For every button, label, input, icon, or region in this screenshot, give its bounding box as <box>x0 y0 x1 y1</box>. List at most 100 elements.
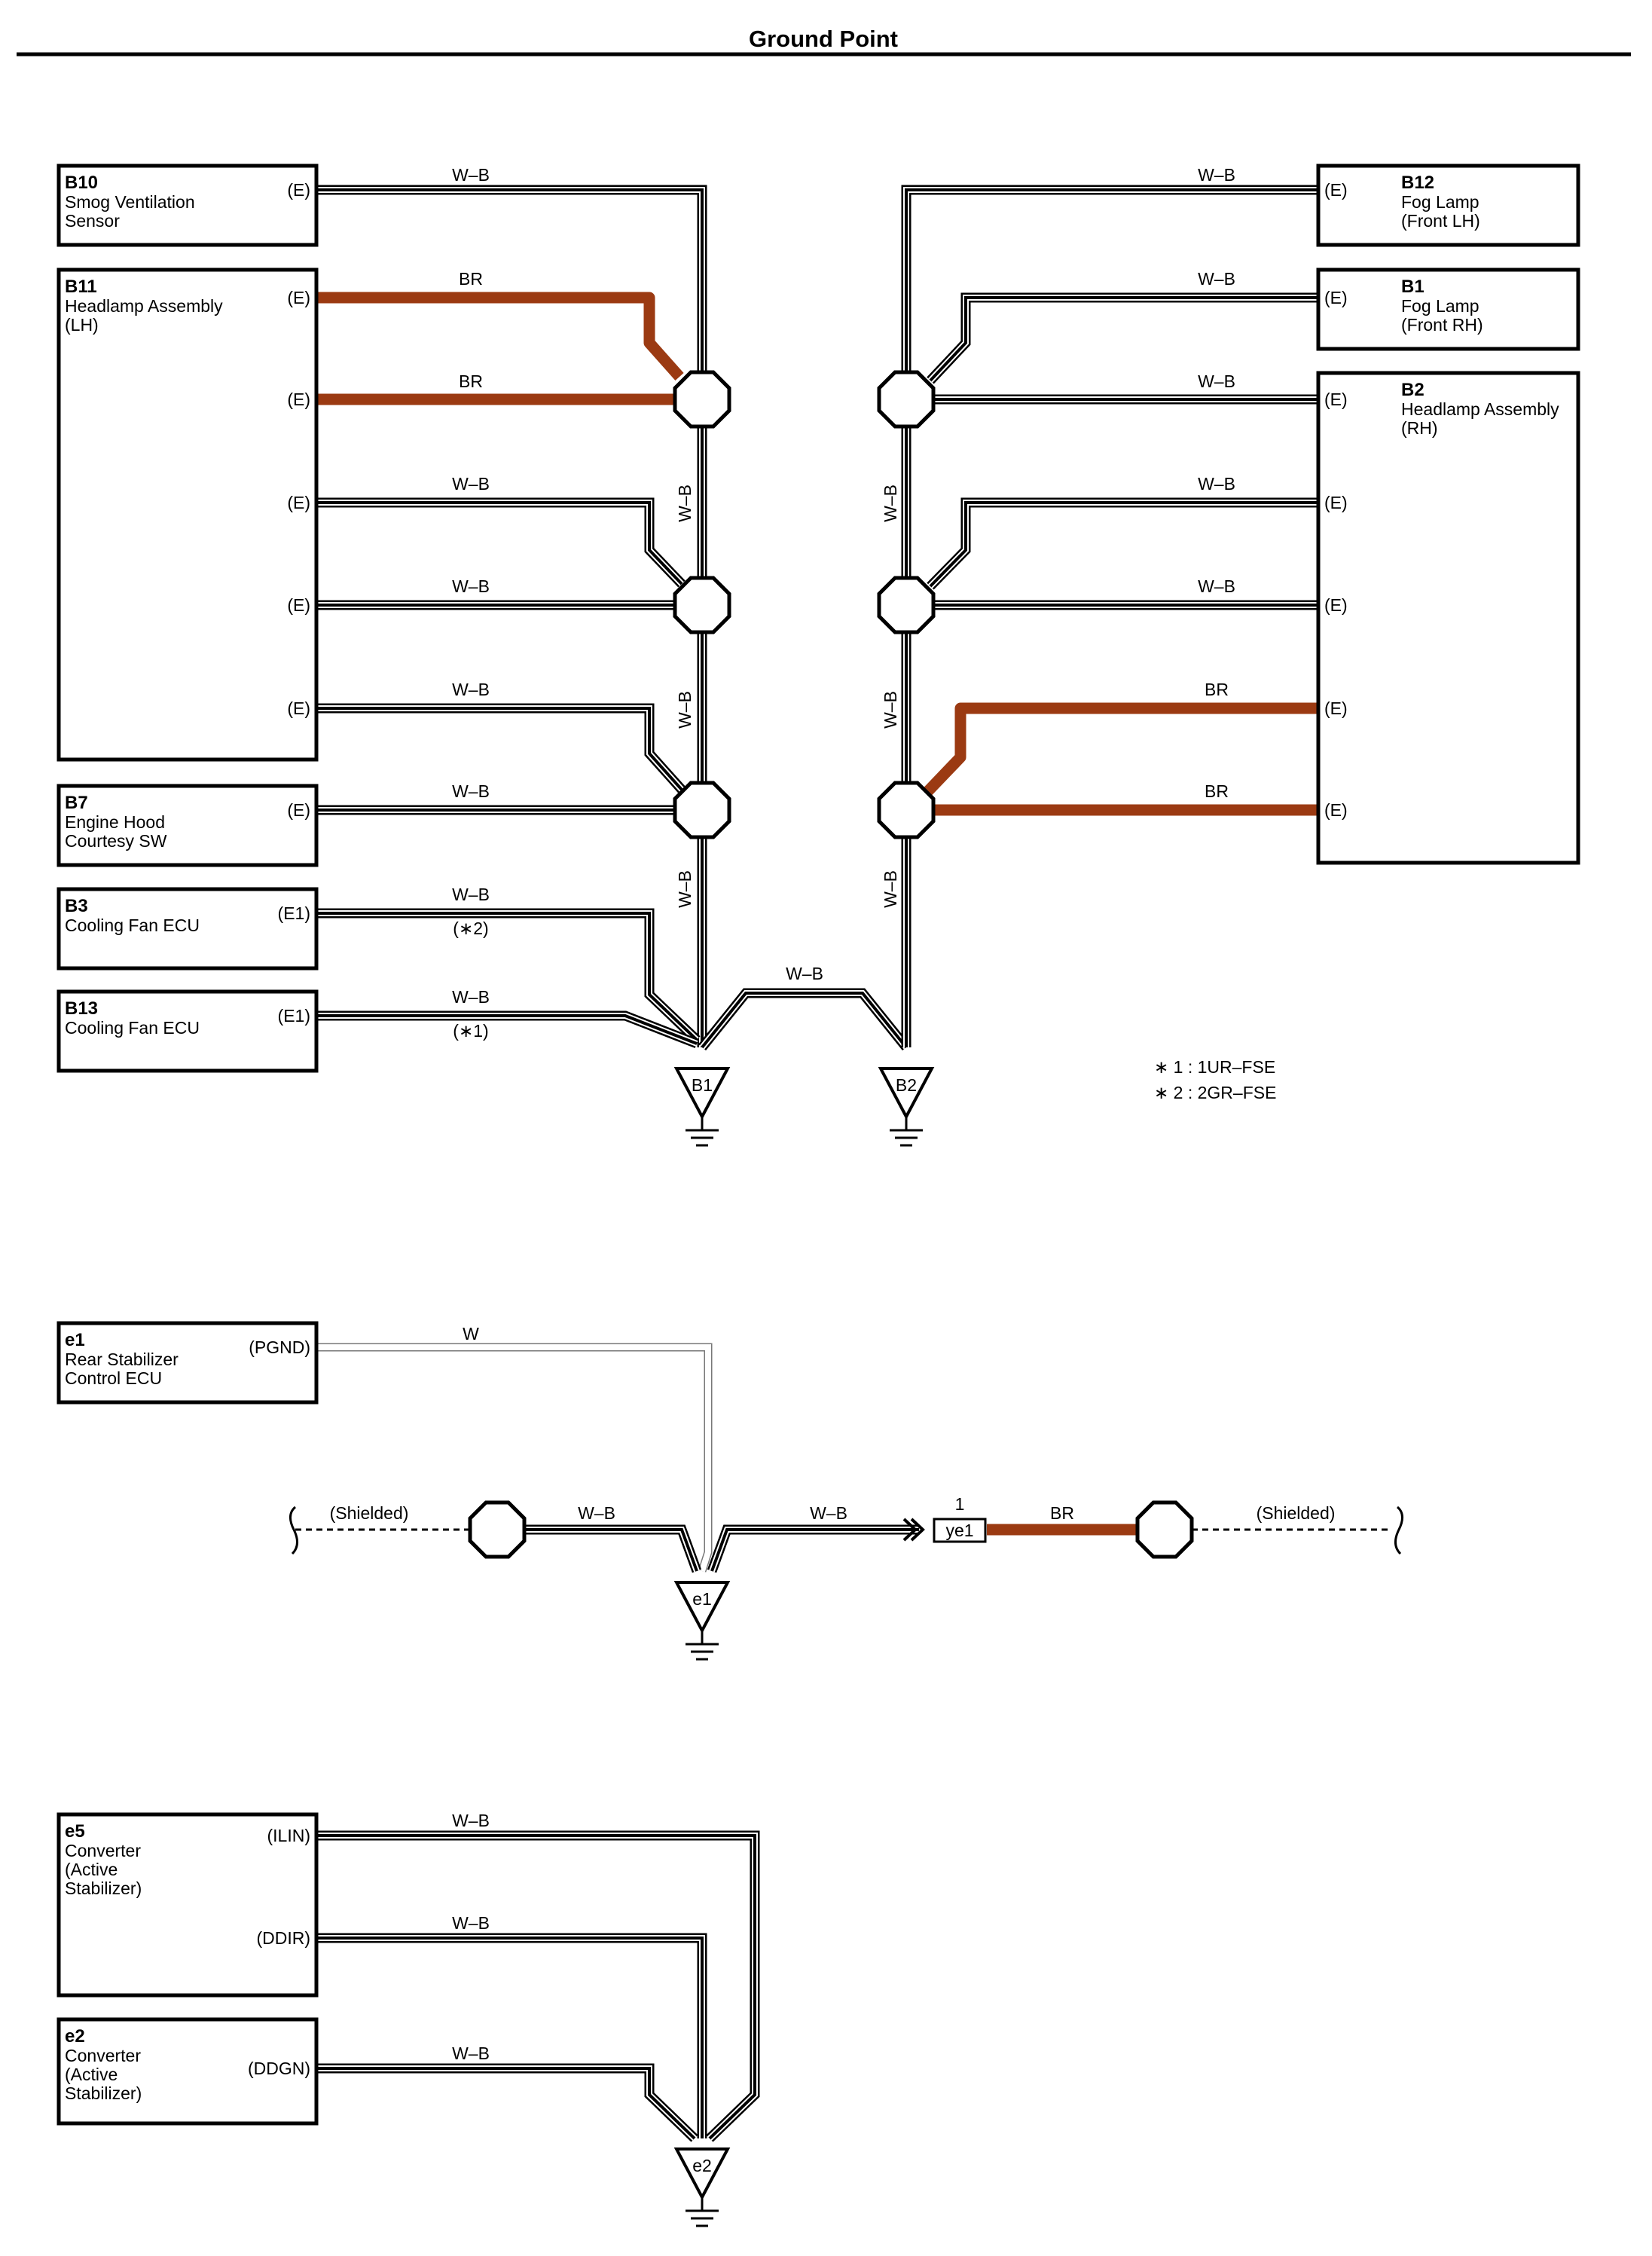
splice-right-1 <box>877 370 936 429</box>
wire-label: W–B <box>1198 165 1235 185</box>
wire-e2-ddgn <box>316 2063 698 2142</box>
wire-e5-ilin-outline <box>316 1830 760 2142</box>
wire-layer <box>289 185 1403 2142</box>
wire-b2-4 <box>922 702 1318 797</box>
splice-right-3 <box>877 781 936 839</box>
shield-end-left <box>289 1506 298 1555</box>
ground-b1-label: B1 <box>692 1075 713 1095</box>
wire-label: W–B <box>452 680 490 699</box>
shield-end-right <box>1394 1506 1403 1555</box>
splice-e1-right <box>1135 1500 1194 1559</box>
wire-label: W–B <box>452 2044 490 2063</box>
ground-e1-triangle <box>673 1581 731 1634</box>
component-b3-pin: (E1) <box>278 903 310 923</box>
wire-e5-ilin-fill <box>316 1833 758 2141</box>
wire-label-vertical: W–B <box>881 870 900 908</box>
wire-e5-ilin-core <box>316 1834 756 2140</box>
wire-label-vertical: W–B <box>675 691 695 729</box>
ground-layer: B1 B2 e1 e2 <box>673 1067 935 2227</box>
wire-e1-right <box>707 1524 919 1573</box>
wire-b11-5 <box>316 703 686 793</box>
wire-label-vertical: W–B <box>881 485 900 522</box>
component-e2-frame <box>56 2017 319 2126</box>
connector-arrow-1 <box>902 1518 918 1542</box>
wire-b11-3-fill <box>316 500 684 586</box>
wire-label-vertical: W–B <box>675 870 695 908</box>
component-b1-name-line: Fog Lamp <box>1401 296 1479 316</box>
wire-b11-3 <box>316 497 686 588</box>
wire-e1-left-fill <box>524 1527 700 1573</box>
wire-e5-ddir <box>316 1933 707 2138</box>
component-e2-pin: (DDGN) <box>248 2059 310 2078</box>
component-b12-pin: (E) <box>1324 180 1348 200</box>
wire-label: BR <box>1050 1503 1074 1523</box>
wire-label: W–B <box>1198 269 1235 289</box>
component-b2-name-line: (RH) <box>1401 418 1438 438</box>
component-b10-name-line: Smog Ventilation <box>65 192 195 212</box>
splice-layer <box>468 370 1194 1559</box>
component-b10-name-line: Sensor <box>65 211 120 231</box>
splice-left-3 <box>673 781 731 839</box>
ground-e1: e1 <box>673 1581 731 1661</box>
component-b2-pin: (E) <box>1324 595 1348 615</box>
wire-b11-1 <box>316 292 684 381</box>
component-b11-name-line: (LH) <box>65 315 99 335</box>
component-b10-pin: (E) <box>287 180 310 200</box>
component-e5-name-line: (Active <box>65 1860 118 1879</box>
wire-b2-2-outline <box>927 497 1318 590</box>
splice-right-2 <box>877 576 936 634</box>
component-e2-name-line: Stabilizer) <box>65 2083 142 2103</box>
wire-e1-right-core <box>710 1528 919 1572</box>
component-e5-name-line: Converter <box>65 1841 141 1860</box>
wire-b11-5-outline <box>316 703 686 793</box>
splice-e1-left <box>468 1500 527 1559</box>
wire-b1-b2-link <box>698 988 911 1051</box>
wire-label: W–B <box>452 885 490 904</box>
wire-label-layer: W–BBRBRW–BW–BW–BW–BW–B(∗2)W–B(∗1)W–BW–BW… <box>330 165 1336 2063</box>
note-2: ∗ 2 : 2GR–FSE <box>1154 1083 1276 1102</box>
ground-b2-label: B2 <box>896 1075 917 1095</box>
wire-b1-fog <box>927 292 1318 384</box>
wire-label: W–B <box>1198 576 1235 596</box>
wire-e1-pgnd <box>316 1343 713 1573</box>
page-title: Ground Point <box>749 26 898 52</box>
wire-b2-2-core <box>929 501 1318 588</box>
wire-label: BR <box>1205 680 1229 699</box>
wire-e1-left-core <box>524 1528 698 1572</box>
wire-label: BR <box>1205 781 1229 801</box>
component-b10-code: B10 <box>65 173 98 193</box>
wire-b3-core <box>316 912 698 1041</box>
component-e5-pin: (DDIR) <box>256 1928 310 1948</box>
component-b3-name-line: Cooling Fan ECU <box>65 916 200 935</box>
component-b11-code: B11 <box>65 277 97 297</box>
component-b2-code: B2 <box>1401 380 1425 400</box>
wire-e5-ilin <box>316 1830 760 2142</box>
wire-e5-ddir-fill <box>316 1935 705 2138</box>
wire-label: W–B <box>452 987 490 1007</box>
wire-b13-core <box>316 1014 698 1045</box>
component-e1-frame <box>56 1321 319 1405</box>
wire-e1-right-outline <box>707 1524 919 1573</box>
ground-e2-label: e2 <box>692 2156 712 2175</box>
wire-label: W–B <box>1198 474 1235 494</box>
wire-b1-b2-link-fill <box>699 990 909 1050</box>
component-b12-name-line: Fog Lamp <box>1401 192 1479 212</box>
wire-b11-5-core <box>316 707 683 791</box>
ground-e2: e2 <box>673 2147 731 2227</box>
component-e2-name-line: Converter <box>65 2046 141 2065</box>
ground-b1: B1 <box>673 1067 731 1147</box>
ground-b2-triangle <box>878 1067 935 1120</box>
wire-e2-ddgn-fill <box>316 2065 697 2141</box>
component-b12-name-line: (Front LH) <box>1401 211 1480 231</box>
component-e2-name-line: (Active <box>65 2065 118 2084</box>
wire-e5-ddir-core <box>316 1937 704 2138</box>
component-e1-name-line: Rear Stabilizer <box>65 1350 179 1369</box>
wire-e5-ddir-outline <box>316 1933 707 2138</box>
component-b7-name-line: Courtesy SW <box>65 831 167 851</box>
component-b2-pin: (E) <box>1324 699 1348 718</box>
ground-b1-triangle <box>673 1067 731 1120</box>
